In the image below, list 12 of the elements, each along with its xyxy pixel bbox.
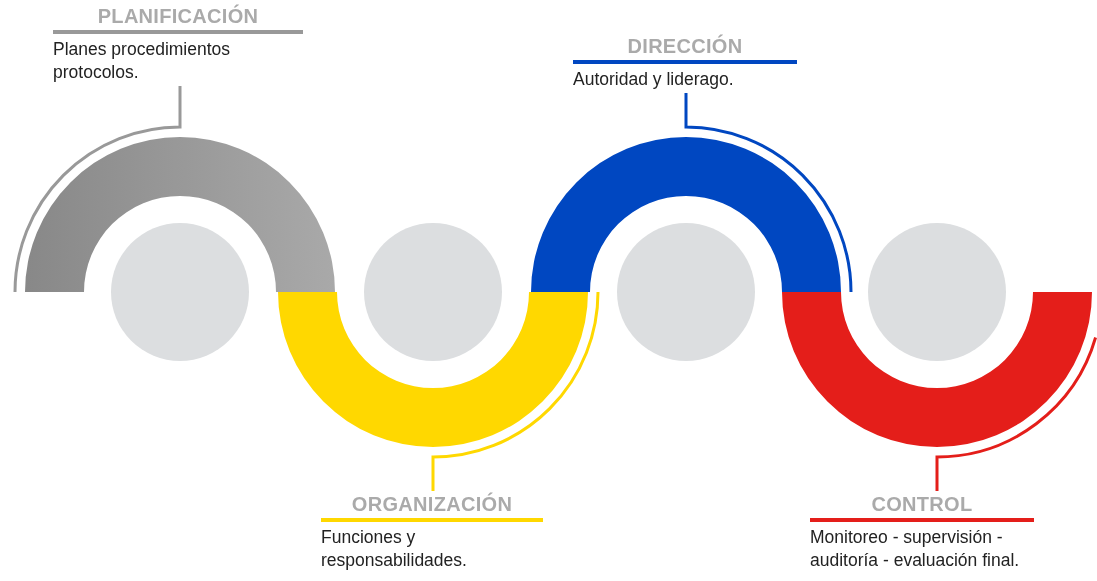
- leader-line: [684, 93, 853, 293]
- section-heading: ORGANIZACIÓN: [321, 493, 543, 522]
- description-text: Planes procedimientos protocolos.: [53, 38, 232, 84]
- leader-line: [935, 337, 1097, 491]
- description-text: Funciones y responsabilidades.: [321, 526, 468, 572]
- section-heading: CONTROL: [810, 493, 1034, 522]
- description-text: Autoridad y liderago.: [573, 68, 735, 91]
- leader-line: [431, 291, 600, 491]
- description-text: Monitoreo - supervisión - auditoría - evaluación final.: [810, 526, 1021, 572]
- leader-line: [13, 86, 182, 293]
- section-heading: PLANIFICACIÓN: [53, 5, 303, 34]
- section-heading: DIRECCIÓN: [573, 35, 797, 64]
